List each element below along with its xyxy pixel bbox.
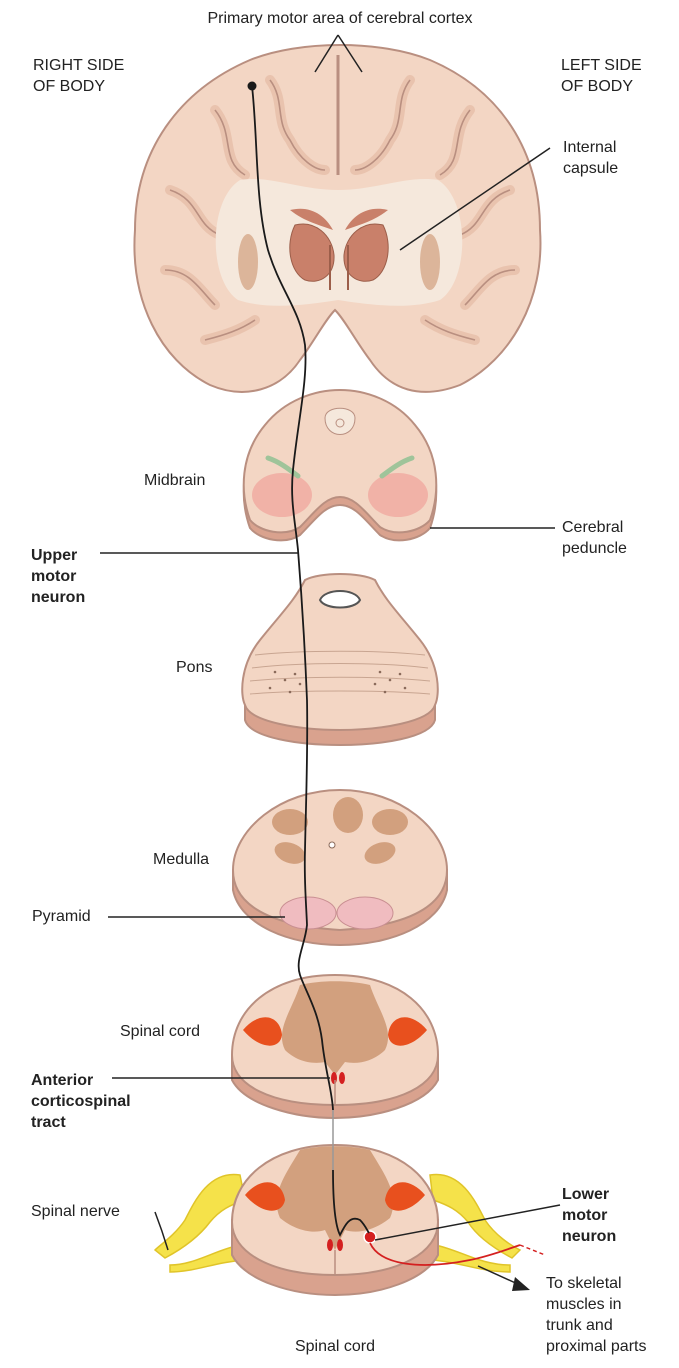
cerebral-peduncle-right (252, 473, 312, 517)
spinal-nerve-label: Spinal nerve (31, 1201, 120, 1222)
lower-motor-neuron-label: Lower motor neuron (562, 1184, 616, 1247)
medulla-label: Medulla (153, 849, 209, 870)
pons-label: Pons (176, 657, 212, 678)
upper-motor-neuron-label: Upper motor neuron (31, 545, 85, 608)
right-side-label: RIGHT SIDE OF BODY (33, 55, 124, 97)
left-side-label: LEFT SIDE OF BODY (561, 55, 642, 97)
pyramid-left (337, 897, 393, 929)
anterior-corticospinal-label: Anterior corticospinal tract (31, 1070, 131, 1133)
cerebral-peduncle-label: Cerebral peduncle (562, 517, 627, 559)
arrow-head (512, 1277, 530, 1291)
pons-section (242, 574, 438, 745)
lower-motor-neuron-cell (364, 1231, 376, 1243)
to-skeletal-label: To skeletal muscles in trunk and proxima… (546, 1273, 646, 1357)
primary-motor-label: Primary motor area of cerebral cortex (170, 8, 510, 29)
cerebrum-section (134, 45, 540, 392)
pyramid-right (280, 897, 336, 929)
spinal-cord-upper-section (232, 975, 438, 1118)
internal-capsule-label: Internal capsule (563, 137, 618, 179)
medulla-section (233, 790, 447, 945)
spinal-cord-lower-label: Spinal cord (250, 1336, 420, 1357)
midbrain-label: Midbrain (144, 470, 205, 491)
upper-motor-neuron-cell (248, 82, 257, 91)
spinal-cord-upper-label: Spinal cord (120, 1021, 200, 1042)
midbrain-section (244, 390, 436, 540)
pyramid-label: Pyramid (32, 906, 91, 927)
cerebral-peduncle-left (368, 473, 428, 517)
